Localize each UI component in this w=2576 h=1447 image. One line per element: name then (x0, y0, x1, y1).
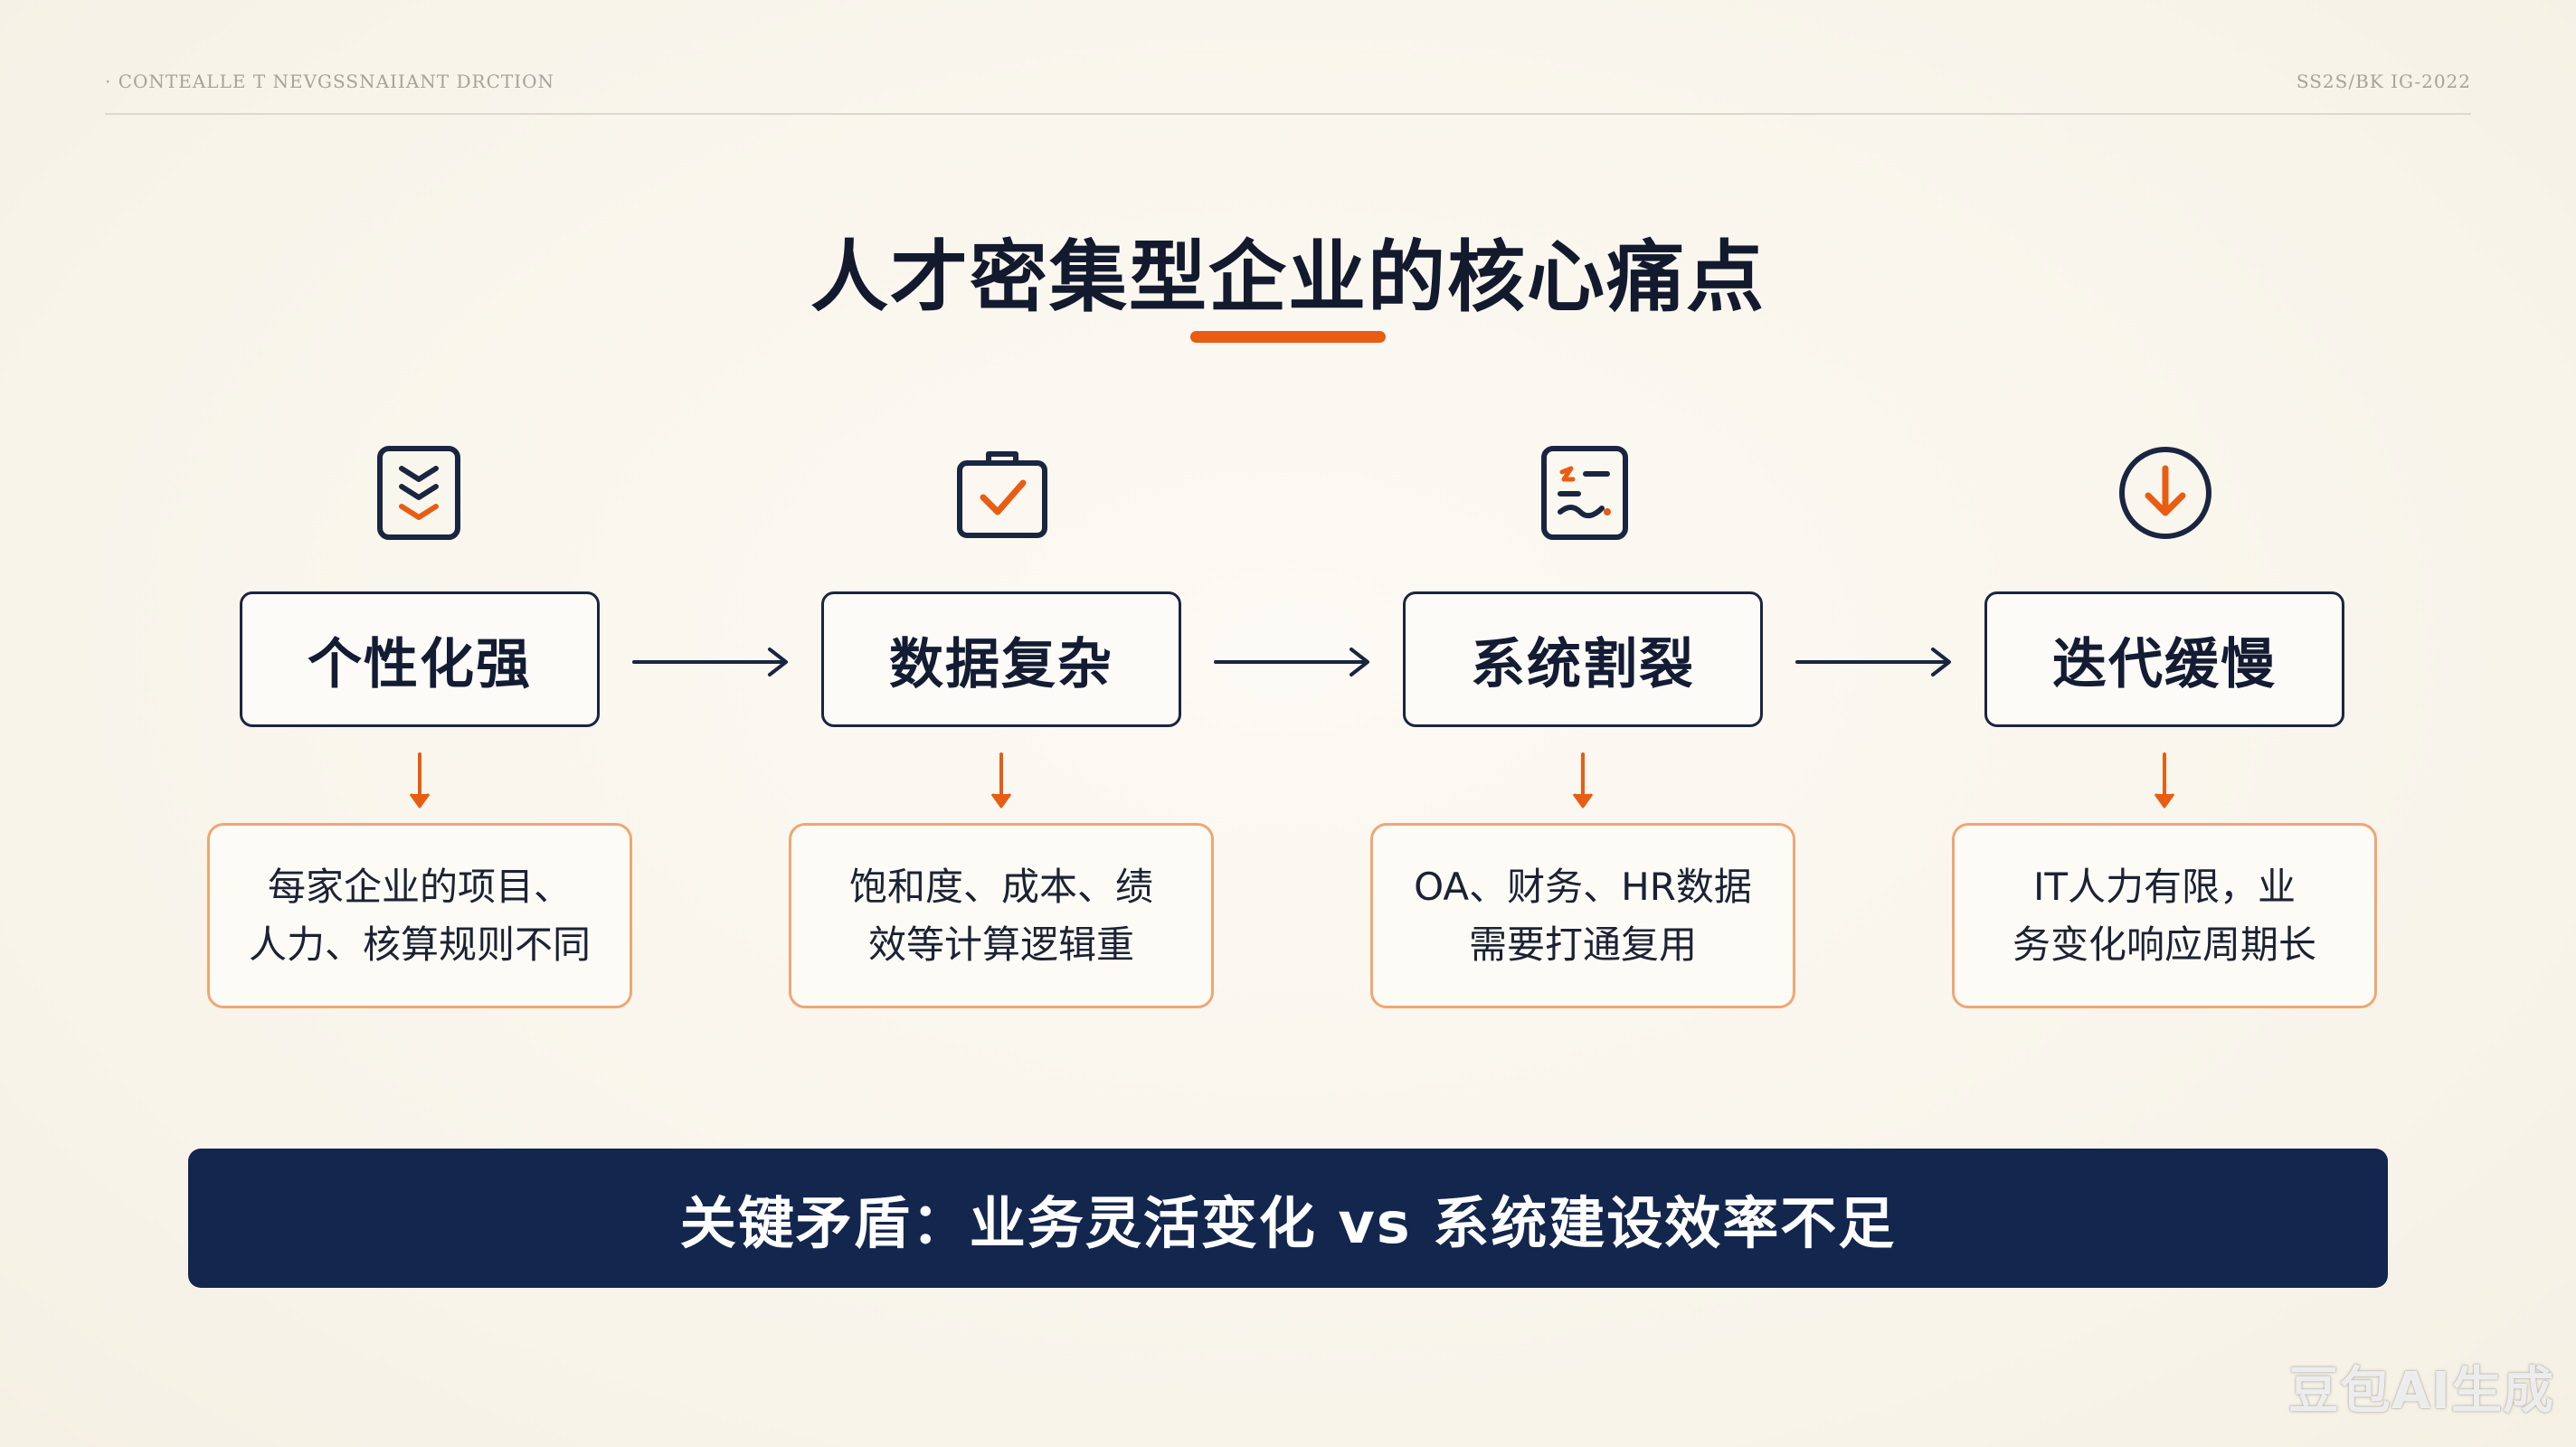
flow-arrow-2 (1214, 648, 1369, 676)
desc-box-personalization: 每家企业的项目、 人力、核算规则不同 (207, 823, 632, 1008)
desc-box-system-fragmentation: OA、财务、HR数据 需要打通复用 (1370, 823, 1795, 1008)
desc-box-slow-iteration: IT人力有限，业 务变化响应周期长 (1952, 823, 2377, 1008)
down-arrow-3 (1572, 752, 1594, 809)
header-left-meta: · CONTEALLE T NEVGSSNAIIANT DRCTION (105, 71, 555, 92)
desc-line: 饱和度、成本、绩 (848, 864, 1153, 909)
desc-line: 人力、核算规则不同 (248, 922, 591, 967)
desc-line: 效等计算逻辑重 (867, 922, 1134, 967)
stage-box-personalization: 个性化强 (240, 591, 600, 727)
page-title: 人才密集型企业的核心痛点 (810, 232, 1766, 323)
desc-line: 务变化响应周期长 (2012, 922, 2316, 967)
double-chevron-down-list-icon (377, 446, 460, 540)
circle-arrow-down-icon (2119, 447, 2211, 539)
desc-line: 需要打通复用 (1468, 922, 1697, 967)
fragmented-document-icon (1541, 446, 1628, 540)
flow-arrow-3 (1795, 648, 1951, 676)
key-conflict-banner: 关键矛盾：业务灵活变化 vs 系统建设效率不足 (188, 1149, 2388, 1288)
stage-box-system-fragmentation: 系统割裂 (1403, 591, 1763, 727)
down-arrow-2 (990, 752, 1012, 809)
stage-box-slow-iteration: 迭代缓慢 (1984, 591, 2344, 727)
title-underline (1190, 331, 1386, 343)
header-divider (105, 113, 2471, 115)
briefcase-check-icon (957, 451, 1047, 538)
stage-box-data-complexity: 数据复杂 (821, 591, 1181, 727)
down-arrow-4 (2154, 752, 2175, 809)
desc-line: IT人力有限，业 (2032, 864, 2297, 909)
desc-line: 每家企业的项目、 (267, 864, 572, 909)
ai-watermark: 豆包AI生成 (2287, 1362, 2554, 1421)
down-arrow-1 (409, 752, 431, 809)
desc-box-data-complexity: 饱和度、成本、绩 效等计算逻辑重 (789, 823, 1214, 1008)
desc-line: OA、财务、HR数据 (1414, 864, 1752, 909)
header-right-meta: SS2S/BK IG-2022 (2296, 71, 2471, 92)
flow-arrow-1 (632, 648, 788, 676)
